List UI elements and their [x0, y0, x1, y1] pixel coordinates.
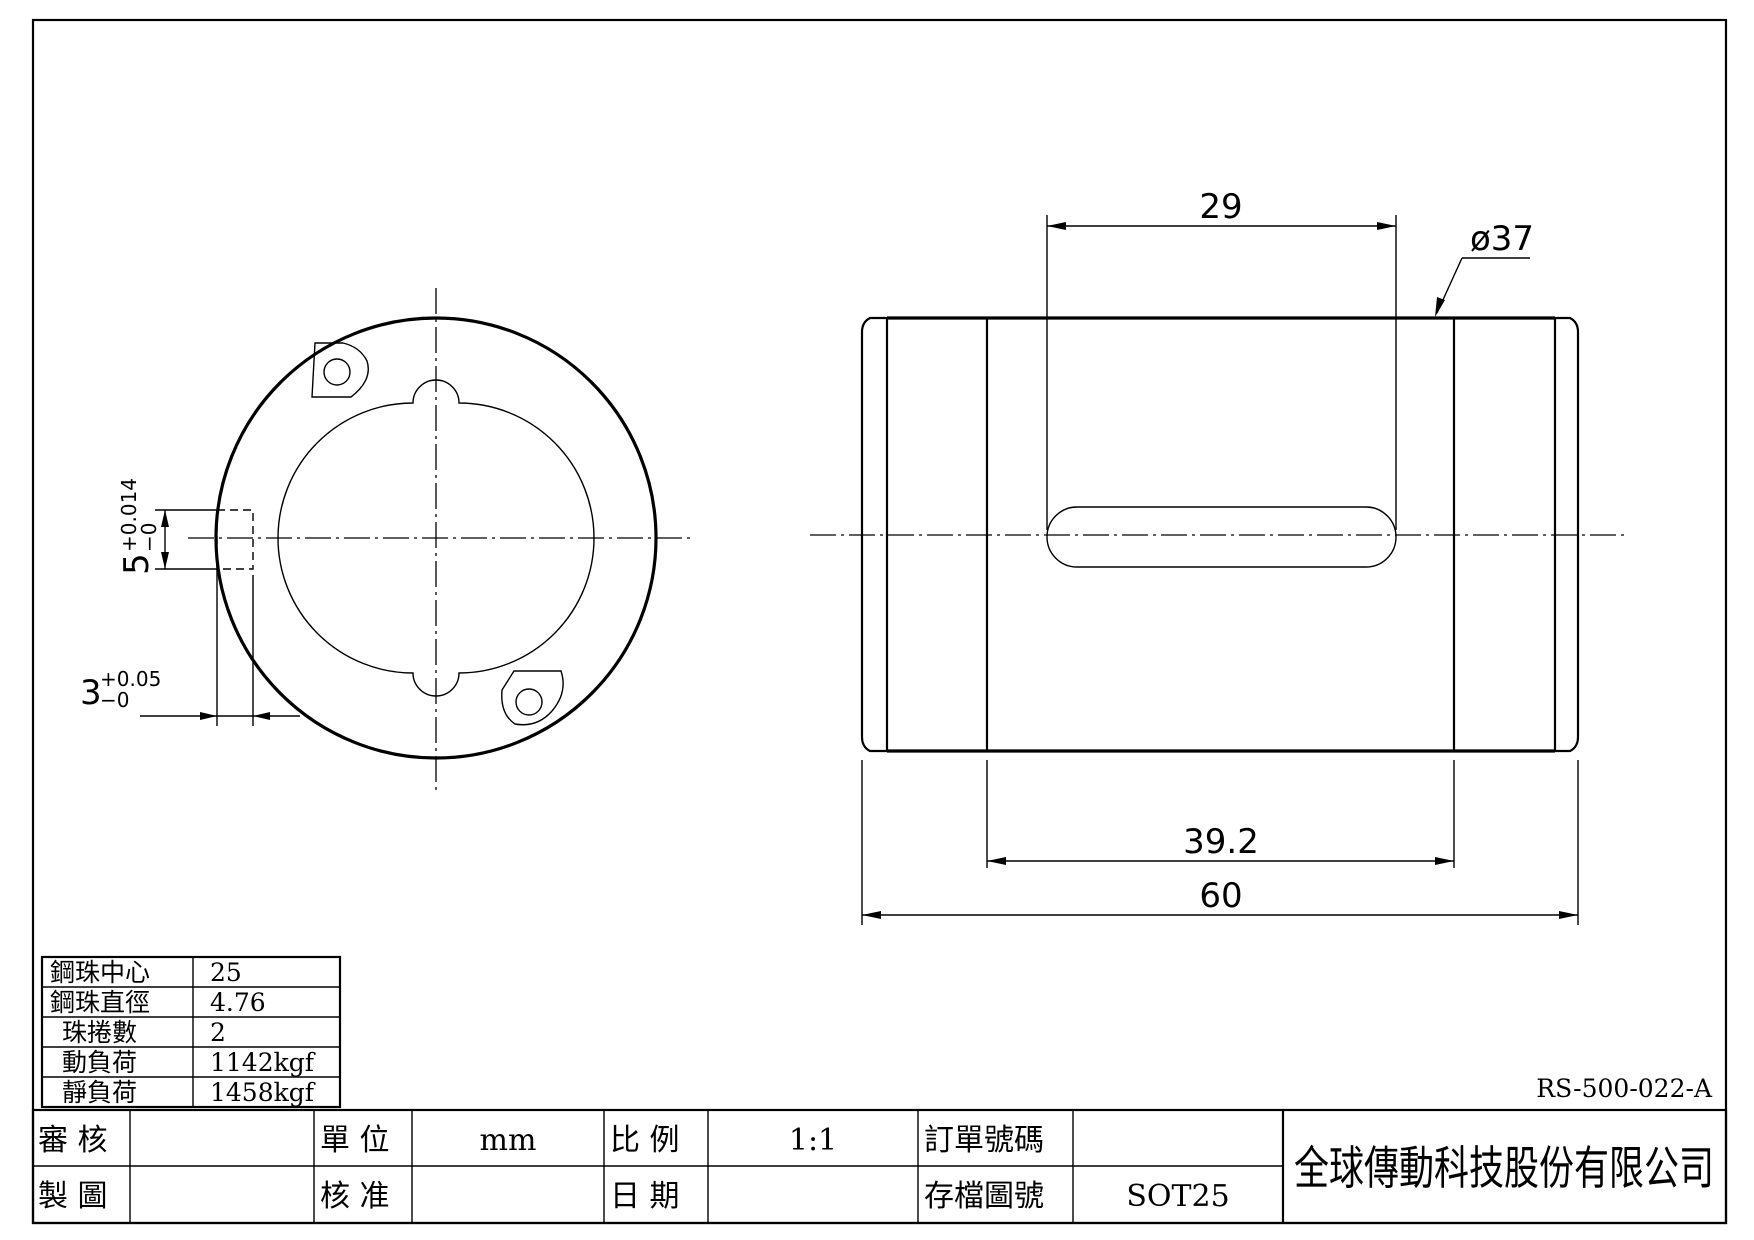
order-label: 訂單號碼 — [924, 1123, 1044, 1158]
diameter-label: ø37 — [1470, 219, 1534, 259]
oblong-slot — [1046, 506, 1397, 568]
spec-label-ball-diameter: 鋼珠直徑 — [50, 988, 150, 1017]
slot-depth-tol-lower: −0 — [100, 688, 129, 712]
spec-value-dynamic-load: 1142kgf — [210, 1048, 316, 1077]
mounting-lug-upper — [311, 342, 369, 398]
bore-outline — [277, 379, 595, 697]
unit-value: mm — [480, 1123, 537, 1158]
right-end-ring — [1555, 316, 1580, 753]
dim29-label: 29 — [1199, 187, 1242, 227]
dim39-arrow-left — [987, 857, 1006, 865]
file-label: 存檔圖號 — [924, 1179, 1044, 1214]
slot-width-arrow-top — [161, 510, 169, 527]
spec-value-ball-diameter: 4.76 — [210, 988, 266, 1017]
diameter-arrow — [1435, 297, 1445, 317]
spec-label-static-load: 靜負荷 — [62, 1078, 137, 1107]
slot-width-arrow-bottom — [161, 552, 169, 569]
dim60-arrow-right — [1559, 911, 1578, 919]
scale-label: 比 例 — [610, 1123, 680, 1158]
dim29-arrow-right — [1377, 222, 1396, 230]
scale-value: 1:1 — [789, 1123, 837, 1158]
dim29-arrow-left — [1047, 222, 1066, 230]
unit-label: 單 位 — [320, 1123, 390, 1158]
dim39-label: 39.2 — [1183, 822, 1259, 862]
outer-circle — [214, 316, 658, 760]
slot-width-tol-upper: +0.014 — [117, 478, 141, 552]
slot-depth-arrow-left — [200, 712, 217, 720]
spec-value-turns: 2 — [210, 1018, 226, 1047]
spec-table-frame — [40, 955, 342, 1109]
spec-value-static-load: 1458kgf — [210, 1078, 316, 1107]
spec-label-dynamic-load: 動負荷 — [62, 1048, 137, 1077]
spec-label-ball-center: 鋼珠中心 — [50, 958, 150, 987]
file-value: SOT25 — [1126, 1179, 1229, 1214]
spec-table: 鋼珠中心 25 鋼珠直徑 4.76 珠捲數 2 動負荷 1142kgf 靜負荷 … — [40, 955, 342, 1109]
side-view: 29 ø37 39.2 60 — [810, 187, 1625, 925]
dim39-arrow-right — [1435, 857, 1454, 865]
left-end-ring — [860, 316, 887, 753]
mounting-hole-lower — [515, 688, 543, 716]
dim60-arrow-left — [862, 911, 881, 919]
drawing-number: RS-500-022-A — [1536, 1074, 1713, 1103]
spec-label-turns: 珠捲數 — [62, 1018, 137, 1047]
slot-depth-arrow-right — [253, 712, 270, 720]
slot-depth-main-label: 3 — [80, 673, 102, 713]
date-label: 日 期 — [610, 1179, 680, 1214]
slot-width-tol-lower: −0 — [137, 523, 161, 552]
sheet-border — [31, 18, 1728, 1225]
keyway-hidden — [216, 509, 254, 570]
front-view: 5 +0.014 −0 3 +0.05 −0 — [80, 288, 690, 793]
slot-width-main-label: 5 — [117, 553, 157, 575]
drawn-label: 製 圖 — [38, 1179, 108, 1214]
slot-depth-tol-upper: +0.05 — [100, 667, 161, 691]
company-name: 全球傳動科技股份有限公司 — [1294, 1141, 1714, 1195]
title-block: 審 核 製 圖 單 位 mm 核 准 比 例 1:1 日 期 訂單號碼 存檔圖號… — [31, 1108, 1728, 1225]
mounting-lug-lower — [501, 670, 564, 726]
mounting-hole-upper — [323, 358, 351, 386]
dim60-label: 60 — [1199, 876, 1242, 916]
review-label: 審 核 — [38, 1123, 108, 1158]
approve-label: 核 准 — [320, 1179, 390, 1214]
spec-value-ball-center: 25 — [210, 958, 242, 987]
